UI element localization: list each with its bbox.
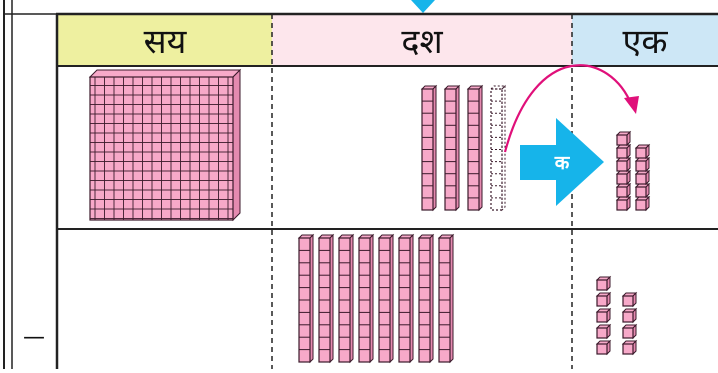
unit-cube <box>615 195 632 212</box>
regroup-arrow-label: क <box>554 152 571 174</box>
header-hundreds: सय <box>144 22 188 62</box>
minus-sign: — <box>23 325 45 350</box>
ten-rod <box>317 233 335 364</box>
ten-rod <box>377 233 395 364</box>
header-tens: दश <box>401 22 443 62</box>
unit-cube <box>595 275 612 292</box>
unit-cube <box>615 156 632 173</box>
ten-rod <box>420 84 438 212</box>
carry-curve-arrow <box>503 64 634 153</box>
row2-tens-blocks <box>297 233 455 364</box>
top-marker-triangle <box>411 0 435 13</box>
regroup-arrow <box>520 118 604 206</box>
unit-cube <box>634 169 651 186</box>
ten-rod-regrouped <box>489 84 507 212</box>
hundred-flat <box>88 68 242 222</box>
ten-rod <box>443 84 461 212</box>
header-bg-tens <box>272 14 572 66</box>
unit-cube <box>634 143 651 160</box>
row1-hundreds-blocks <box>88 68 242 222</box>
unit-cube <box>621 291 638 308</box>
header-bg-ones <box>572 14 718 66</box>
unit-cube <box>595 323 612 340</box>
header-ones: एक <box>623 22 669 62</box>
ten-rod <box>337 233 355 364</box>
ten-rod <box>417 233 435 364</box>
unit-cube <box>634 195 651 212</box>
unit-cube <box>615 130 632 147</box>
unit-cube <box>595 291 612 308</box>
ten-rod <box>357 233 375 364</box>
ten-rod <box>466 84 484 212</box>
unit-cube <box>615 169 632 186</box>
row2-ones-blocks <box>595 275 638 356</box>
unit-cube <box>615 143 632 160</box>
ten-rod <box>397 233 415 364</box>
unit-cube <box>595 307 612 324</box>
unit-cube <box>595 339 612 356</box>
unit-cube <box>634 156 651 173</box>
carry-arrow-head <box>624 96 639 114</box>
unit-cube <box>621 307 638 324</box>
row1-ones-blocks <box>615 130 651 212</box>
ten-rod <box>437 233 455 364</box>
unit-cube <box>615 182 632 199</box>
unit-cube <box>621 323 638 340</box>
header-bg-hundreds <box>58 14 272 66</box>
row1-tens-blocks <box>420 84 507 212</box>
unit-cube <box>621 339 638 356</box>
unit-cube <box>634 182 651 199</box>
ten-rod <box>297 233 315 364</box>
